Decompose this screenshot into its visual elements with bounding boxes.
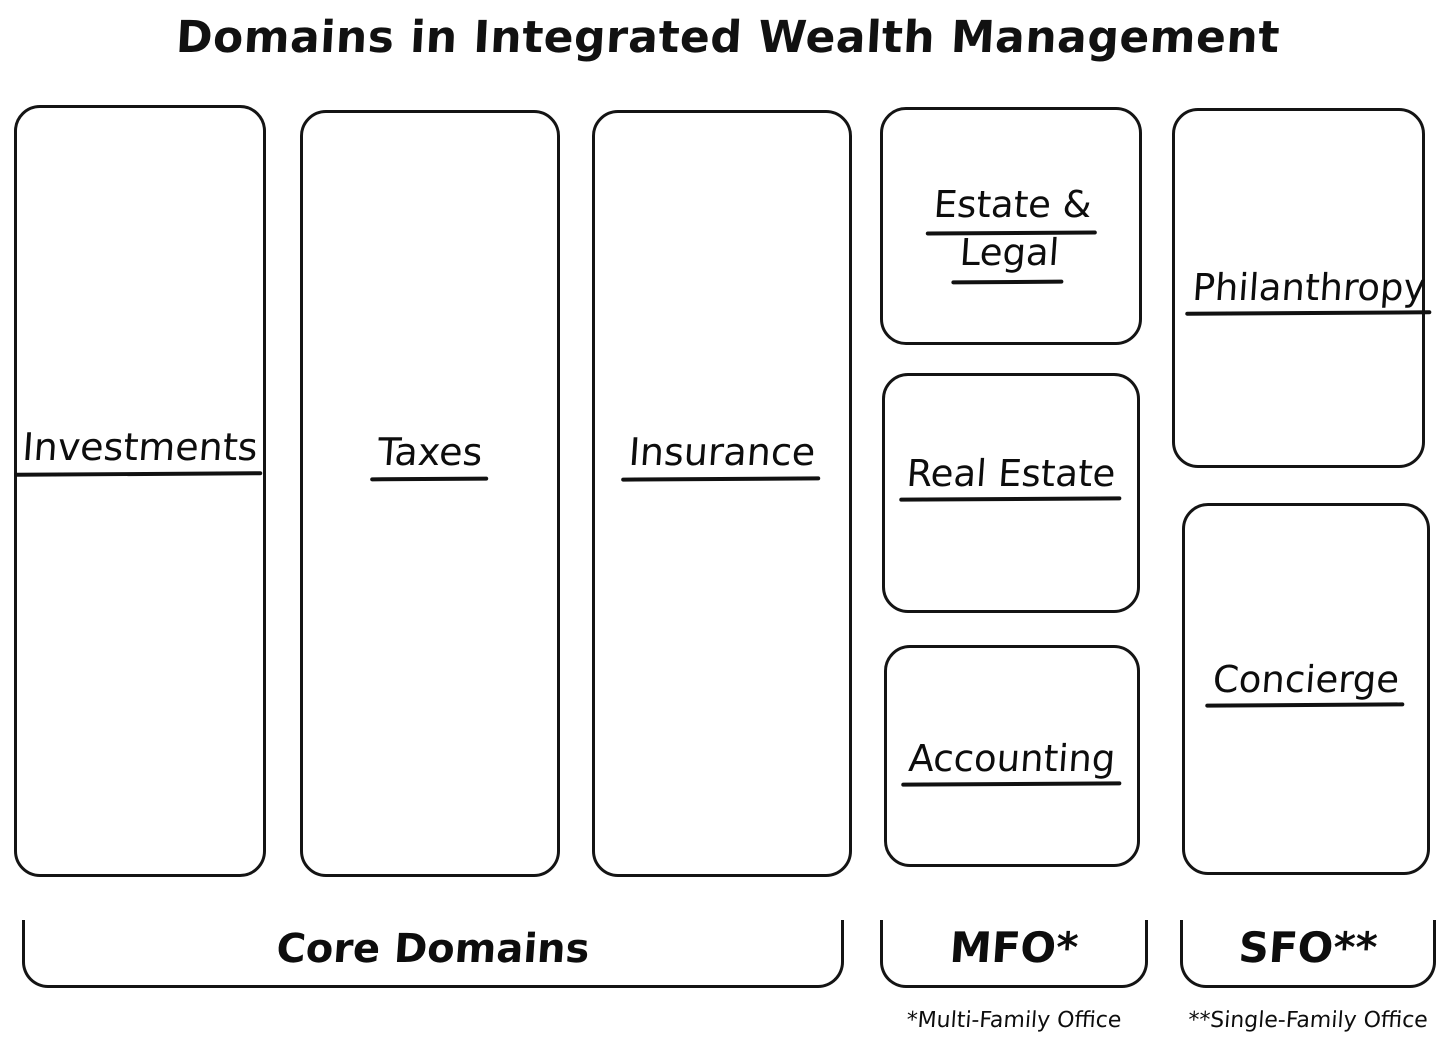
footnote-sfo: **Single-Family Office [1187,1008,1429,1033]
domain-label-insurance: Insurance [593,430,850,476]
domain-label-estate-legal: Estate & Legal [880,182,1143,279]
domain-label-insurance-text: Insurance [627,430,817,474]
domain-box-taxes[interactable]: Taxes [300,110,560,877]
footnote-mfo: *Multi-Family Office [905,1008,1123,1033]
domain-label-taxes: Taxes [301,430,558,476]
bracket-label-mfo: MFO* [948,923,1080,972]
domain-box-investments[interactable]: Investments [14,105,266,877]
domain-label-investments-text: Investments [21,425,260,469]
bracket-mfo: MFO* [880,920,1148,988]
domain-label-real-estate: Real Estate [883,452,1138,496]
domain-label-real-estate-text: Real Estate [905,452,1117,495]
bracket-label-core-domains: Core Domains [274,926,592,972]
domain-box-concierge[interactable]: Concierge [1182,503,1430,875]
bracket-sfo: SFO** [1180,920,1436,988]
domain-label-concierge: Concierge [1183,658,1428,702]
domain-label-taxes-text: Taxes [376,430,484,474]
page-title: Domains in Integrated Wealth Management [174,12,1282,63]
domain-label-estate-legal-line1: Estate & [932,182,1093,230]
domain-label-accounting: Accounting [885,737,1138,781]
domain-box-accounting[interactable]: Accounting [884,645,1140,867]
domain-label-investments: Investments [15,425,264,471]
domain-box-estate-legal[interactable]: Estate & Legal [880,107,1142,345]
domain-label-estate-legal-line2: Legal [958,230,1061,278]
bracket-label-sfo: SFO** [1236,923,1379,972]
domain-box-insurance[interactable]: Insurance [592,110,852,877]
bracket-core-domains: Core Domains [22,920,844,988]
domain-label-philanthropy-text: Philanthropy [1191,266,1427,309]
domain-label-concierge-text: Concierge [1211,658,1401,701]
domain-label-philanthropy: Philanthropy [1173,266,1444,310]
domain-box-real-estate[interactable]: Real Estate [882,373,1140,613]
domain-box-philanthropy[interactable]: Philanthropy [1172,108,1427,468]
domain-label-accounting-text: Accounting [907,737,1117,780]
